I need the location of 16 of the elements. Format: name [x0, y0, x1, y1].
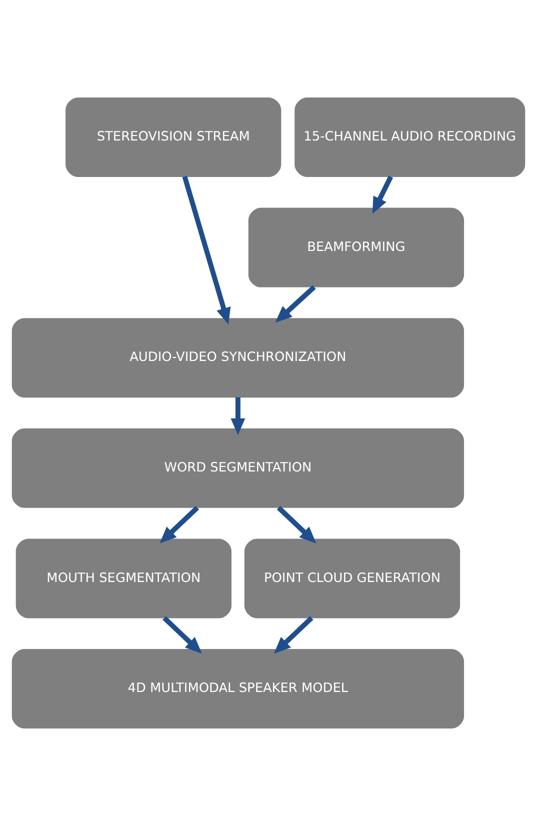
arrow	[182, 175, 231, 324]
node-box: POINT CLOUD GENERATION	[244, 538, 460, 618]
arrow	[160, 505, 200, 543]
node-box: BEAMFORMING	[248, 207, 464, 287]
node-box: WORD SEGMENTATION	[12, 428, 464, 508]
arrow	[274, 616, 314, 654]
node-box: MOUTH SEGMENTATION	[16, 538, 232, 618]
arrow	[372, 175, 394, 214]
arrow	[276, 505, 316, 543]
node-box: 4D MULTIMODAL SPEAKER MODEL	[12, 648, 464, 728]
arrow	[230, 396, 246, 434]
node-box: AUDIO-VIDEO SYNCHRONIZATION	[12, 318, 464, 398]
arrow	[162, 616, 202, 654]
node-box: 15-CHANNEL AUDIO RECORDING	[294, 96, 526, 176]
arrow	[275, 284, 316, 322]
node-box: STEREOVISION STREAM	[66, 96, 282, 176]
